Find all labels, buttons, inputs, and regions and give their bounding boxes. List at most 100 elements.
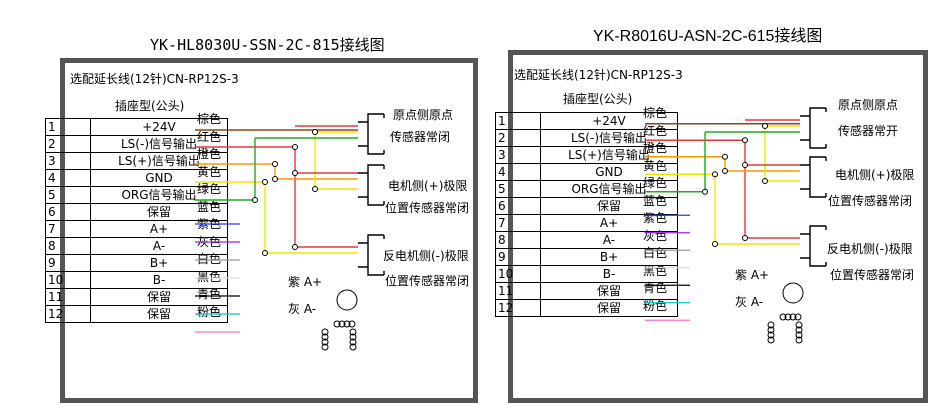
left-sensor1-label-a: 原点侧原点 xyxy=(393,108,454,122)
pin-signal: 保留 xyxy=(540,299,678,317)
sensor-origin-icon xyxy=(800,107,827,149)
pin-number: 12 xyxy=(45,305,91,323)
wire-color-label: 橙色 xyxy=(643,141,668,155)
pin-number: 12 xyxy=(495,299,541,317)
right-sensor2-label-b: 位置传感器常闭 xyxy=(828,194,913,208)
junction-dot xyxy=(262,179,268,185)
motor-coil-b1-icon xyxy=(321,328,329,351)
junction-dot xyxy=(272,176,278,182)
wire-color-label: 青色 xyxy=(643,281,668,295)
pin-signal: LS(+)信号输出 xyxy=(540,146,678,164)
left-motor-a-plus: 紫 A+ xyxy=(288,275,323,289)
wire-color-label: 蓝色 xyxy=(197,199,222,214)
junction-dot xyxy=(712,171,718,178)
left-socket-label: 插座型(公头) xyxy=(115,99,185,113)
sensor-plus-limit-icon xyxy=(800,156,827,198)
right-socket-label: 插座型(公头) xyxy=(563,92,633,106)
sensor-origin-icon xyxy=(358,113,385,155)
pin-row: 1+24V xyxy=(495,112,678,130)
junction-dot xyxy=(292,144,298,150)
junction-dot xyxy=(742,137,748,144)
wire-color-label: 青色 xyxy=(197,287,222,301)
wire-color-label: 白色 xyxy=(643,246,668,260)
motor-coil-b1-icon xyxy=(767,321,775,344)
pin-number: 10 xyxy=(495,265,541,283)
stepper-motor-icon xyxy=(782,282,804,304)
left-sensor2-label-a: 电机侧(+)极限 xyxy=(388,179,468,193)
junction-dot xyxy=(762,123,768,129)
sensor-minus-limit-icon xyxy=(800,225,827,267)
junction-dot xyxy=(312,129,318,135)
right-cable-label: 选配延长线(12针)CN-RP12S-3 xyxy=(514,68,683,82)
right-diagram-title: YK-R8016U-ASN-2C-615接线图 xyxy=(593,28,823,45)
stepper-motor-icon xyxy=(336,289,358,311)
left-sensor3-label-a: 反电机侧(-)极限 xyxy=(383,249,469,263)
junction-dot xyxy=(722,168,728,174)
wire-color-label: 绿色 xyxy=(643,176,668,190)
right-motor-a-plus: 紫 A+ xyxy=(735,268,770,282)
left-motor-a-minus: 灰 A- xyxy=(288,302,317,316)
right-sensor3-label-a: 反电机侧(-)极限 xyxy=(827,242,913,256)
pin-number: 11 xyxy=(45,288,91,306)
motor-coil-a-icon xyxy=(779,313,802,321)
sensor-minus-limit-icon xyxy=(358,234,385,276)
wire-color-label: 黑色 xyxy=(197,269,222,284)
wire-color-label: 红色 xyxy=(643,123,668,138)
left-diagram-title: YK-HL8030U-SSN-2C-815接线图 xyxy=(150,36,385,54)
wire-color-label: 棕色 xyxy=(197,112,222,126)
wire-color-label: 蓝色 xyxy=(643,193,668,208)
right-sensor3-label-b: 位置传感器常闭 xyxy=(830,268,915,282)
left-sensor1-label-b: 传感器常闭 xyxy=(390,130,451,144)
left-cable-label: 选配延长线(12针)CN-RP12S-3 xyxy=(70,72,239,86)
junction-dot xyxy=(312,186,318,192)
right-sensor1-label-a: 原点侧原点 xyxy=(838,98,899,112)
junction-dot xyxy=(742,235,748,241)
junction-dot xyxy=(702,188,708,195)
junction-dot xyxy=(292,244,298,250)
right-motor-a-minus: 灰 A- xyxy=(735,295,764,309)
pin-row: 1+24V xyxy=(45,118,228,136)
pin-signal: 保留 xyxy=(90,305,228,323)
wire-color-label: 粉色 xyxy=(197,304,222,319)
pin-signal: LS(-)信号输出 xyxy=(90,135,228,153)
wire-color-label: 粉色 xyxy=(643,298,668,313)
wire-color-label: 灰色 xyxy=(643,228,668,243)
right-sensor1-label-b: 传感器常开 xyxy=(838,124,899,138)
wire-color-label: 棕色 xyxy=(643,106,668,120)
wire-color-label: 白色 xyxy=(197,252,222,266)
pin-signal: +24V xyxy=(540,112,678,130)
junction-dot xyxy=(272,161,278,167)
sensor-plus-limit-icon xyxy=(358,164,385,206)
junction-dot xyxy=(762,178,768,184)
left-sensor2-label-b: 位置传感器常闭 xyxy=(385,201,470,215)
pin-signal: +24V xyxy=(90,118,228,136)
junction-dot xyxy=(292,170,298,176)
wire-color-label: 黄色 xyxy=(643,158,668,173)
junction-dot xyxy=(262,250,268,256)
wire-color-label: 橙色 xyxy=(197,147,222,161)
wire-color-label: 绿色 xyxy=(197,182,222,196)
motor-coil-b2-icon xyxy=(795,321,803,344)
wire-color-label: 红色 xyxy=(197,129,222,144)
junction-dot xyxy=(252,197,258,203)
right-sensor2-label-a: 电机侧(+)极限 xyxy=(835,168,915,182)
wire-color-label: 紫色 xyxy=(643,211,668,225)
left-sensor3-label-b: 位置传感器常闭 xyxy=(385,274,470,288)
junction-dot xyxy=(722,153,728,160)
junction-dot xyxy=(742,162,748,168)
motor-coil-b2-icon xyxy=(349,328,357,351)
